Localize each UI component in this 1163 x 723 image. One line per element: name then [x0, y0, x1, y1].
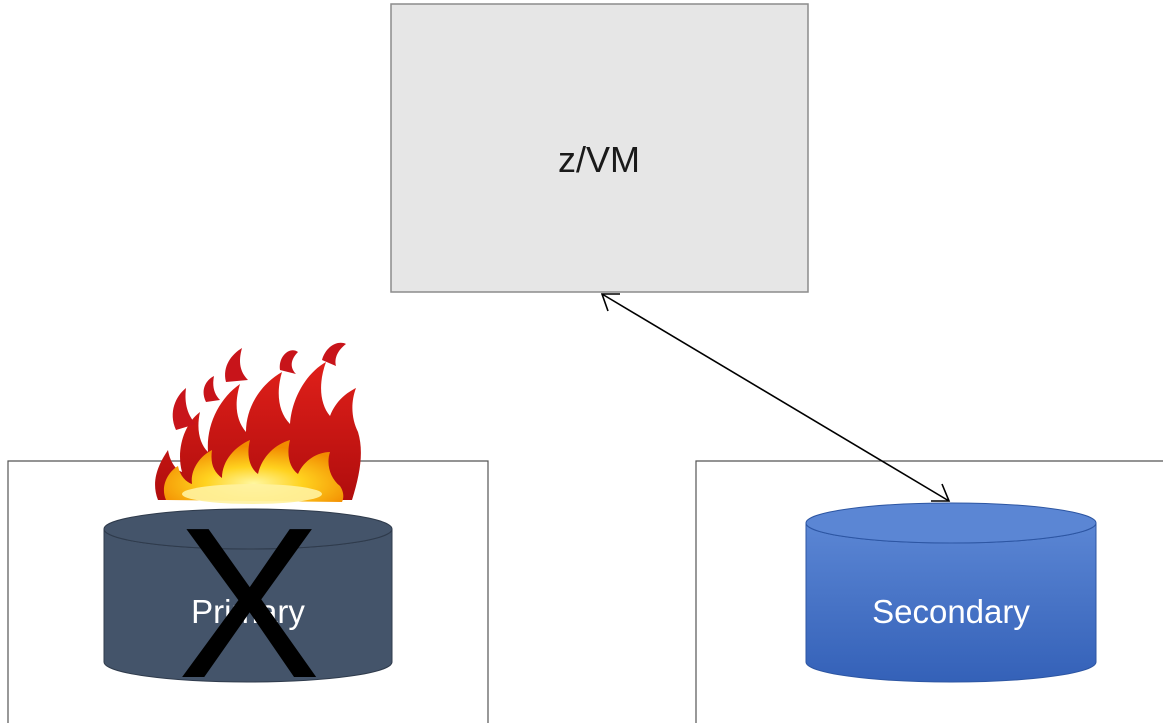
secondary-site — [695, 460, 1163, 723]
arrowhead-bottom — [931, 483, 951, 502]
primary-cylinder-top — [103, 508, 393, 550]
secondary-cylinder-top — [805, 502, 1097, 544]
zvm-box — [390, 3, 809, 293]
replication-connection-arrow — [600, 293, 951, 502]
zvm-label: z/VM — [558, 139, 640, 180]
fire-icon — [155, 342, 361, 504]
arrowhead-top — [600, 293, 620, 312]
secondary-label: Secondary — [872, 593, 1030, 630]
primary-label: Primary — [191, 593, 305, 630]
connection-line — [601, 293, 950, 502]
failure-x-mark: X — [177, 482, 320, 723]
secondary-site-frame — [695, 460, 1163, 723]
zvm-node: z/VM — [390, 3, 809, 293]
primary-database: Primary X — [103, 482, 393, 723]
secondary-database: Secondary — [805, 502, 1097, 683]
